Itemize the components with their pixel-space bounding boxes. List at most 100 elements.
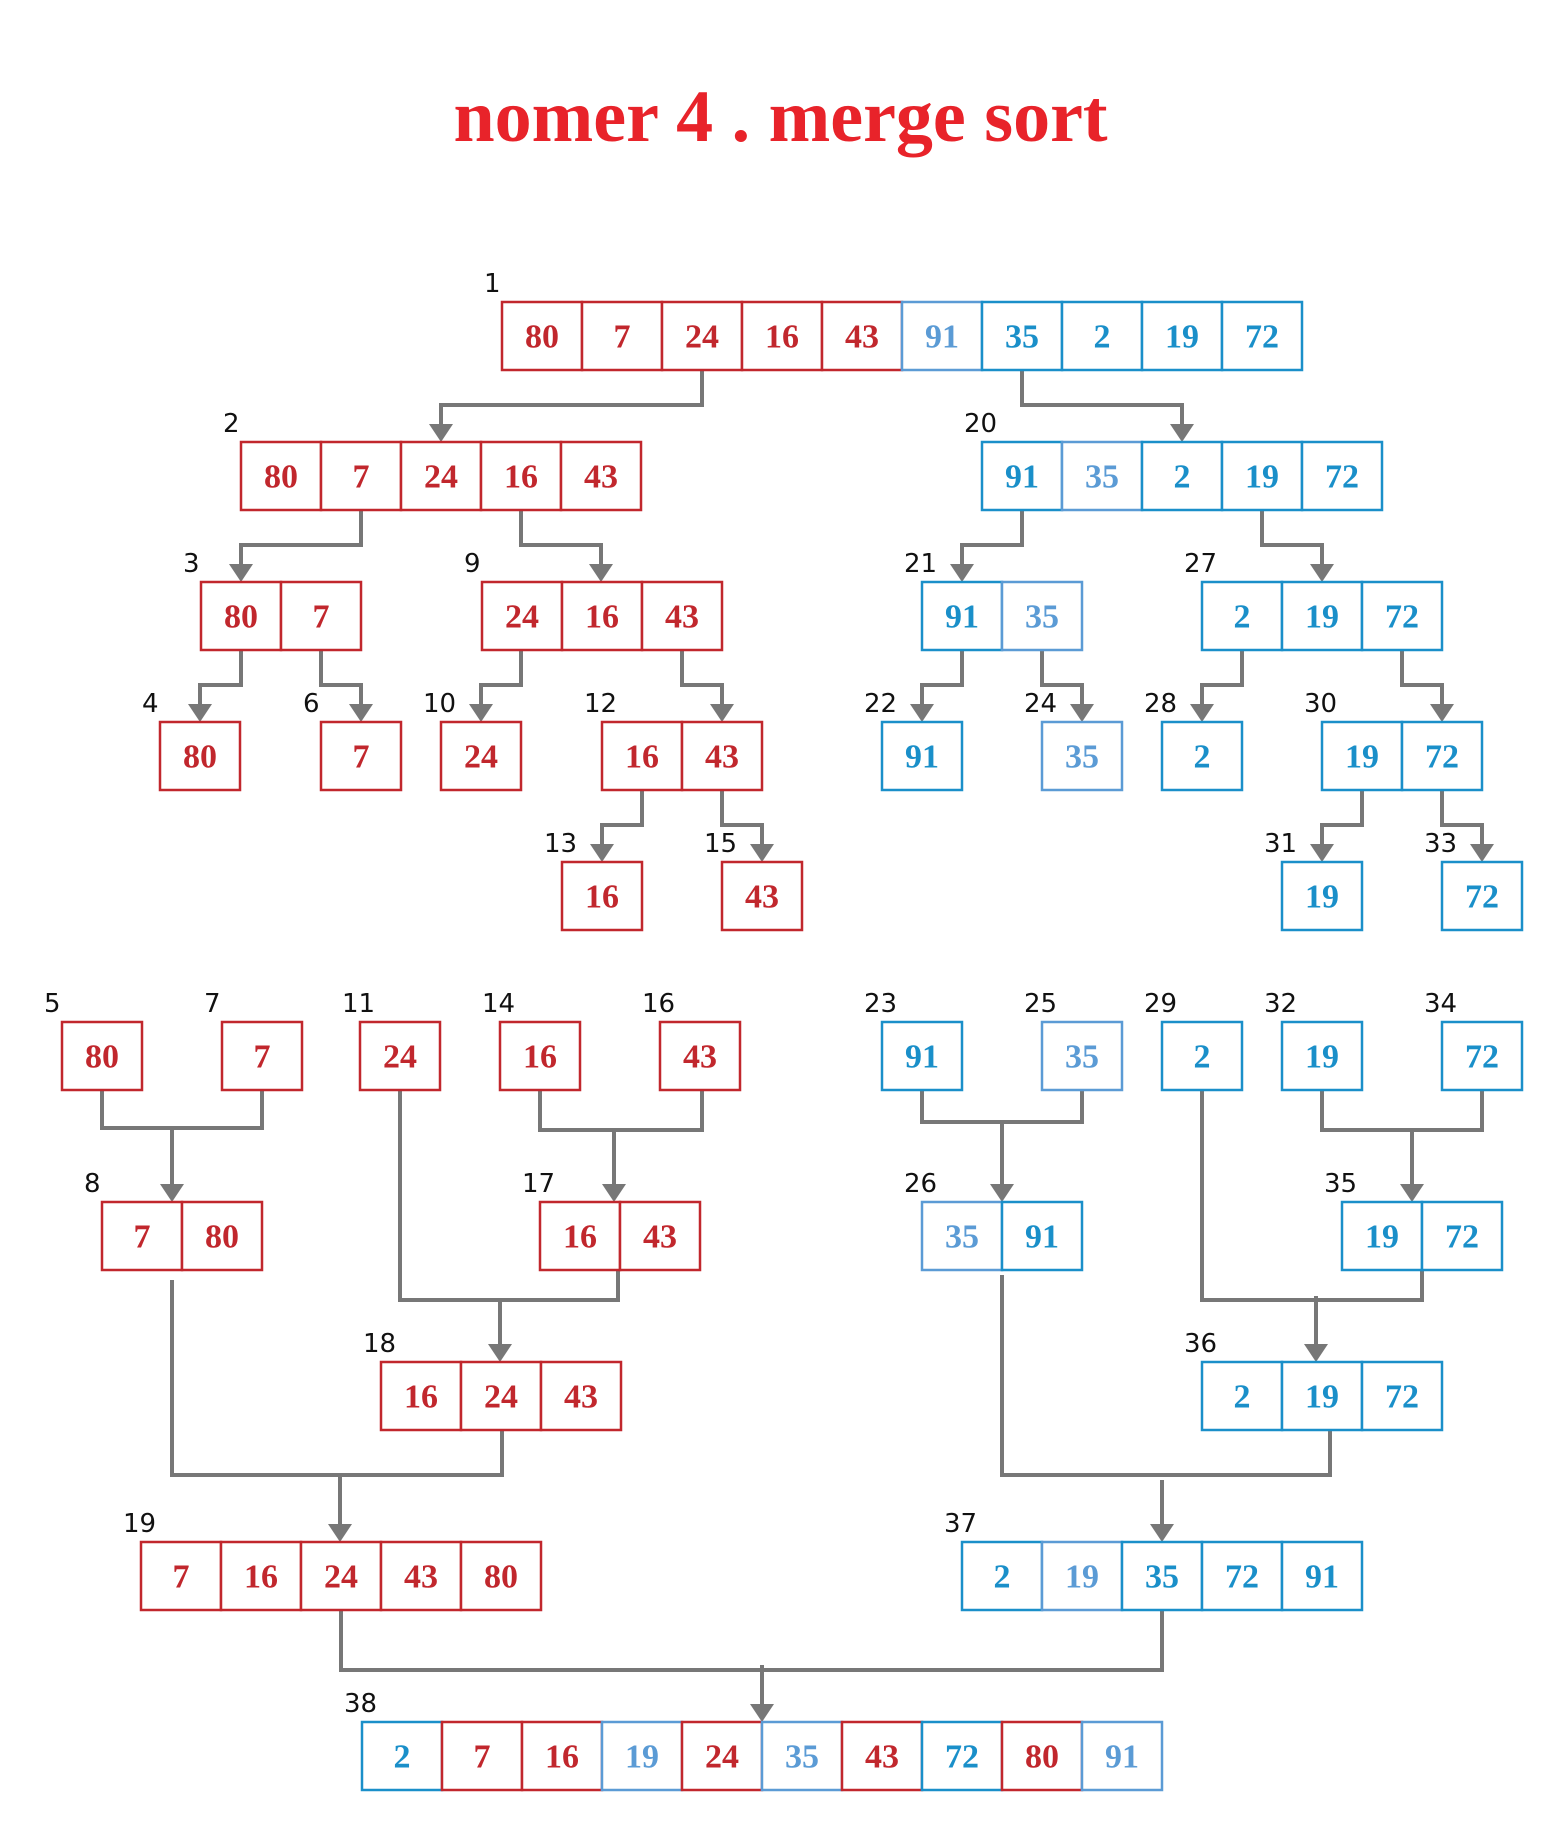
array-cell bbox=[1340, 1200, 1424, 1272]
connector-line bbox=[239, 510, 363, 578]
array-cell bbox=[1360, 580, 1444, 652]
array-cell bbox=[239, 440, 323, 512]
cell-value: 72 bbox=[1465, 879, 1499, 916]
step-number: 3 bbox=[183, 549, 200, 579]
connector-line bbox=[920, 1090, 1084, 1124]
array-cell bbox=[498, 1020, 582, 1092]
connector-line bbox=[680, 650, 724, 718]
arrowhead-icon bbox=[1170, 424, 1194, 442]
array-cell bbox=[580, 300, 664, 372]
array-cell bbox=[1400, 720, 1484, 792]
array-cell bbox=[1200, 1360, 1284, 1432]
array-cell bbox=[1060, 440, 1144, 512]
connector-line bbox=[198, 650, 243, 718]
cell-value: 19 bbox=[1305, 1039, 1339, 1076]
array-cell bbox=[740, 300, 824, 372]
array-cell bbox=[319, 440, 403, 512]
array-cell bbox=[680, 1720, 764, 1792]
array-cell bbox=[1160, 720, 1244, 792]
connector-line bbox=[439, 370, 704, 438]
connector-line bbox=[1200, 650, 1244, 718]
cell-value: 91 bbox=[1005, 459, 1039, 496]
array-cell bbox=[1280, 1540, 1364, 1612]
array-cell bbox=[180, 1200, 264, 1272]
step-number: 29 bbox=[1144, 989, 1177, 1019]
array-cell bbox=[658, 1020, 742, 1092]
cell-value: 16 bbox=[585, 879, 619, 916]
step-number: 25 bbox=[1024, 989, 1057, 1019]
cell-value: 2 bbox=[1094, 319, 1111, 356]
arrowhead-icon bbox=[1070, 704, 1094, 722]
array-cell bbox=[1000, 1720, 1084, 1792]
step-number: 4 bbox=[142, 689, 159, 719]
cell-value: 19 bbox=[1305, 1379, 1339, 1416]
step-number: 2 bbox=[223, 409, 240, 439]
array-cell bbox=[1080, 1720, 1164, 1792]
arrowhead-icon bbox=[1310, 844, 1334, 862]
connector-line bbox=[1040, 650, 1084, 718]
cell-value: 2 bbox=[1194, 739, 1211, 776]
step-number: 36 bbox=[1184, 1329, 1217, 1359]
step-number: 11 bbox=[342, 989, 375, 1019]
array-cell bbox=[640, 580, 724, 652]
step-number: 23 bbox=[864, 989, 897, 1019]
cell-value: 24 bbox=[324, 1559, 358, 1596]
cell-value: 35 bbox=[785, 1739, 819, 1776]
cell-value: 91 bbox=[925, 319, 959, 356]
array-cell bbox=[100, 1200, 184, 1272]
step-number: 17 bbox=[522, 1169, 555, 1199]
array-cell bbox=[319, 720, 403, 792]
array-cell bbox=[459, 1540, 543, 1612]
connector-line bbox=[720, 790, 764, 858]
cell-value: 7 bbox=[474, 1739, 491, 1776]
arrowhead-icon bbox=[469, 704, 493, 722]
cell-value: 72 bbox=[1245, 319, 1279, 356]
cell-value: 24 bbox=[685, 319, 719, 356]
step-number: 9 bbox=[464, 549, 481, 579]
cell-value: 91 bbox=[905, 739, 939, 776]
cell-value: 24 bbox=[383, 1039, 417, 1076]
cell-value: 24 bbox=[424, 459, 458, 496]
array-cell bbox=[279, 580, 363, 652]
step-number: 33 bbox=[1424, 829, 1457, 859]
array-cell bbox=[1140, 300, 1224, 372]
array-cell bbox=[760, 1720, 844, 1792]
cell-value: 35 bbox=[1065, 739, 1099, 776]
cell-value: 72 bbox=[1325, 459, 1359, 496]
arrowhead-icon bbox=[750, 1704, 774, 1722]
array-cell bbox=[1040, 1020, 1124, 1092]
diagram-title: nomer 4 . merge sort bbox=[453, 76, 1108, 158]
arrowhead-icon bbox=[602, 1184, 626, 1202]
arrowhead-icon bbox=[188, 704, 212, 722]
cell-value: 91 bbox=[905, 1039, 939, 1076]
connector-line bbox=[538, 1090, 704, 1132]
arrowhead-icon bbox=[950, 564, 974, 582]
cell-value: 19 bbox=[1365, 1219, 1399, 1256]
array-node-29: 292 bbox=[1144, 989, 1244, 1092]
step-number: 28 bbox=[1144, 689, 1177, 719]
array-cell bbox=[399, 440, 483, 512]
array-cell bbox=[960, 1540, 1044, 1612]
connector-line bbox=[519, 510, 603, 578]
array-node-28: 28 2 bbox=[1144, 689, 1244, 792]
cell-value: 24 bbox=[705, 1739, 739, 1776]
cell-value: 19 bbox=[1245, 459, 1279, 496]
cell-value: 72 bbox=[1385, 1379, 1419, 1416]
step-number: 31 bbox=[1264, 829, 1297, 859]
cell-value: 80 bbox=[525, 319, 559, 356]
cell-value: 16 bbox=[404, 1379, 438, 1416]
cell-value: 7 bbox=[353, 459, 370, 496]
cell-value: 80 bbox=[183, 739, 217, 776]
connector-line bbox=[920, 650, 964, 718]
array-cell bbox=[439, 720, 523, 792]
step-number: 26 bbox=[904, 1169, 937, 1199]
cell-value: 35 bbox=[1025, 599, 1059, 636]
